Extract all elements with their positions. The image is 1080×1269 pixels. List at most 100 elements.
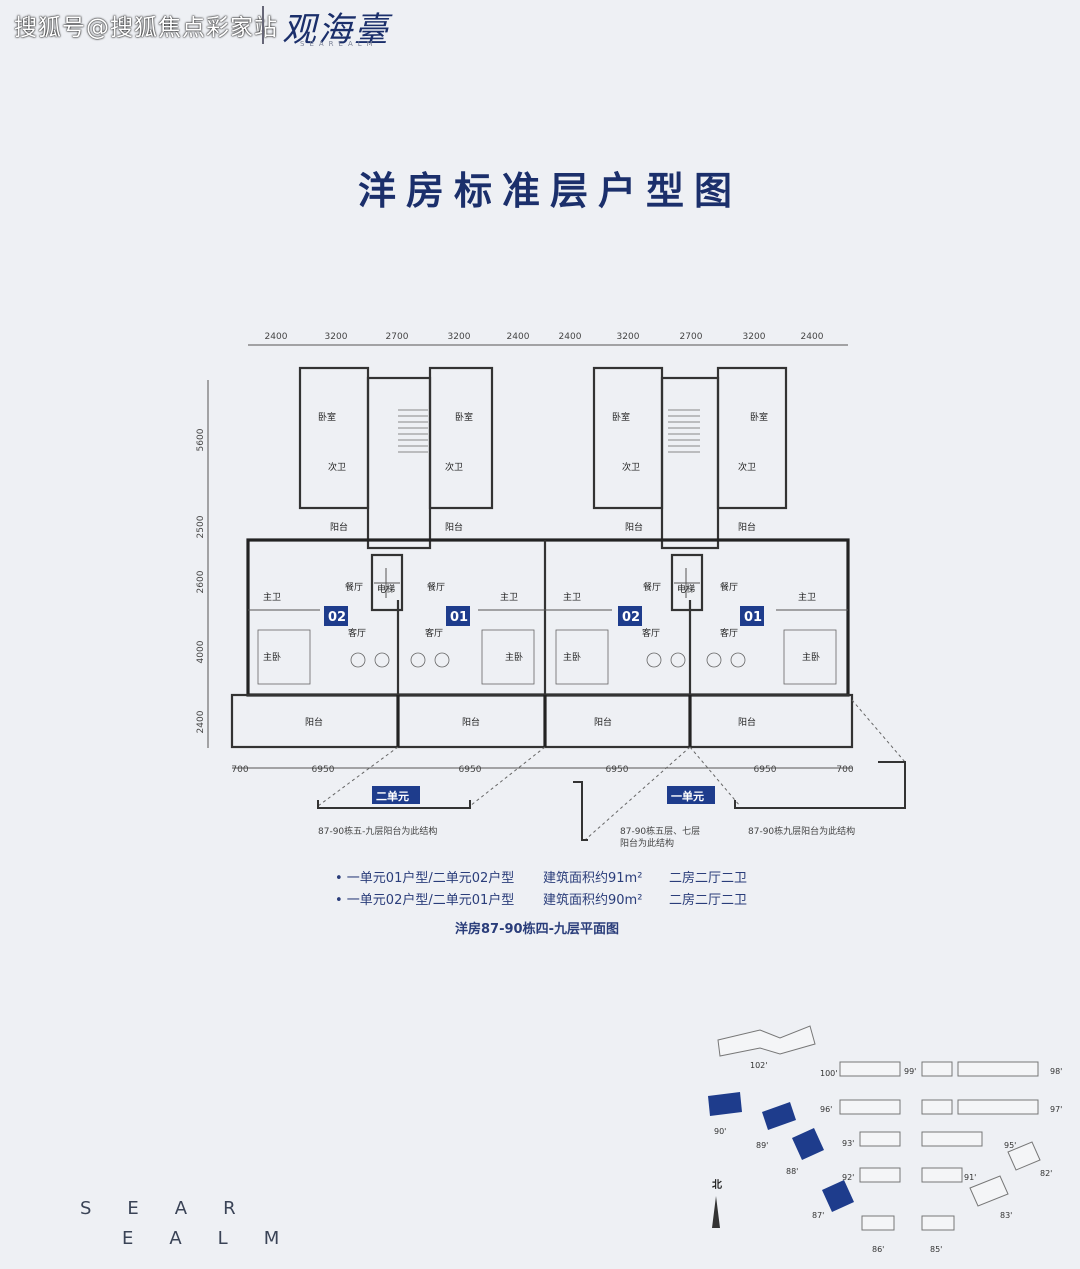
sea-realm-line1: SEAR — [80, 1198, 272, 1219]
svg-text:89': 89' — [756, 1141, 768, 1150]
svg-text:主卧: 主卧 — [263, 651, 281, 663]
svg-text:85': 85' — [930, 1245, 942, 1254]
top-dimension-label: 2400 — [559, 332, 582, 342]
svg-text:阳台: 阳台 — [625, 521, 643, 533]
svg-text:87-90栋五层、七层: 87-90栋五层、七层 — [620, 825, 700, 837]
top-dimension-label: 2700 — [680, 332, 703, 342]
svg-text:86': 86' — [872, 1245, 884, 1254]
svg-text:88': 88' — [786, 1167, 798, 1176]
svg-text:次卫: 次卫 — [622, 461, 640, 473]
svg-text:主卧: 主卧 — [505, 651, 523, 663]
left-dimension-label: 2400 — [196, 710, 206, 733]
top-dimension-label: 3200 — [325, 332, 348, 342]
svg-text:次卫: 次卫 — [445, 461, 463, 473]
svg-text:主卫: 主卫 — [263, 591, 281, 603]
svg-text:餐厅: 餐厅 — [720, 581, 738, 593]
svg-text:餐厅: 餐厅 — [427, 581, 445, 593]
svg-text:87': 87' — [812, 1211, 824, 1220]
svg-text:主卧: 主卧 — [563, 651, 581, 663]
bottom-dimension-label: 6950 — [459, 765, 482, 775]
svg-text:电梯: 电梯 — [377, 583, 395, 595]
svg-text:客厅: 客厅 — [720, 627, 738, 639]
svg-text:餐厅: 餐厅 — [345, 581, 363, 593]
north-arrow-icon — [712, 1196, 720, 1228]
svg-text:卧室: 卧室 — [750, 411, 768, 423]
svg-text:95': 95' — [1004, 1141, 1016, 1150]
svg-text:97': 97' — [1050, 1105, 1062, 1114]
unit-badges: 02 01 02 01 — [324, 606, 764, 626]
svg-text:90': 90' — [714, 1127, 726, 1136]
svg-text:客厅: 客厅 — [425, 627, 443, 639]
bottom-dimension-label: 6950 — [312, 765, 335, 775]
svg-text:一单元: 一单元 — [671, 789, 704, 803]
svg-text:02: 02 — [622, 610, 640, 625]
bottom-dimension-label: 6950 — [606, 765, 629, 775]
left-dimension-label: 2600 — [196, 570, 206, 593]
svg-text:卧室: 卧室 — [318, 411, 336, 423]
svg-text:次卫: 次卫 — [328, 461, 346, 473]
top-dimension-label: 2700 — [386, 332, 409, 342]
sea-realm-line2: EALM — [122, 1228, 316, 1249]
svg-text:阳台为此结构: 阳台为此结构 — [620, 837, 674, 849]
bottom-dimension-label: 700 — [231, 765, 248, 775]
svg-text:主卫: 主卫 — [798, 591, 816, 603]
svg-text:主卧: 主卧 — [802, 651, 820, 663]
svg-text:阳台: 阳台 — [738, 716, 756, 728]
svg-text:主卫: 主卫 — [563, 591, 581, 603]
svg-text:主卫: 主卫 — [500, 591, 518, 603]
svg-text:二单元: 二单元 — [376, 789, 409, 803]
svg-text:82': 82' — [1040, 1169, 1052, 1178]
section-callouts — [317, 699, 906, 841]
svg-text:阳台: 阳台 — [738, 521, 756, 533]
svg-text:阳台: 阳台 — [462, 716, 480, 728]
svg-text:次卫: 次卫 — [738, 461, 756, 473]
section-details — [317, 761, 906, 841]
svg-text:阳台: 阳台 — [445, 521, 463, 533]
left-dimension-label: 2500 — [196, 515, 206, 538]
brand-logo-sub: SEAREALM — [300, 40, 378, 48]
svg-text:01: 01 — [744, 610, 762, 625]
upper-wings — [298, 366, 788, 550]
watermark-text: 搜狐号@搜狐焦点彩家站 — [14, 15, 278, 41]
svg-text:02: 02 — [328, 610, 346, 625]
north-label: 北 — [712, 1178, 722, 1191]
svg-text:83': 83' — [1000, 1211, 1012, 1220]
svg-text:阳台: 阳台 — [594, 716, 612, 728]
svg-text:99': 99' — [904, 1067, 916, 1076]
left-dimension-label: 5600 — [196, 428, 206, 451]
svg-text:98': 98' — [1050, 1067, 1062, 1076]
svg-text:96': 96' — [820, 1105, 832, 1114]
top-dimension-label: 3200 — [448, 332, 471, 342]
top-dimension-label: 2400 — [801, 332, 824, 342]
svg-text:阳台: 阳台 — [330, 521, 348, 533]
svg-text:01: 01 — [450, 610, 468, 625]
svg-text:电梯: 电梯 — [677, 583, 695, 595]
svg-text:91': 91' — [964, 1173, 976, 1182]
svg-text:100': 100' — [820, 1069, 837, 1078]
bottom-dimension-label: 6950 — [754, 765, 777, 775]
site-plan: 102' 100' 99' 98' 96' 97' 95' 93' 92' 91… — [708, 1025, 1062, 1254]
brand-divider — [262, 6, 264, 44]
svg-text:客厅: 客厅 — [348, 627, 366, 639]
svg-text:93': 93' — [842, 1139, 854, 1148]
left-dimension-label: 4000 — [196, 640, 206, 663]
svg-text:客厅: 客厅 — [642, 627, 660, 639]
svg-text:卧室: 卧室 — [455, 411, 473, 423]
svg-text:卧室: 卧室 — [612, 411, 630, 423]
balcony-row — [230, 693, 854, 749]
svg-text:102': 102' — [750, 1061, 767, 1070]
svg-text:92': 92' — [842, 1173, 854, 1182]
svg-text:餐厅: 餐厅 — [643, 581, 661, 593]
page-title: 洋房标准层户型图 — [357, 169, 742, 213]
bottom-dimension-label: 700 — [836, 765, 853, 775]
brand-logo: 观海臺 — [282, 10, 390, 50]
svg-text:87-90栋九层阳台为此结构: 87-90栋九层阳台为此结构 — [748, 825, 855, 837]
plan-caption: 洋房87-90栋四-九层平面图 — [455, 922, 619, 937]
top-dimension-label: 3200 — [743, 332, 766, 342]
svg-text:87-90栋五-九层阳台为此结构: 87-90栋五-九层阳台为此结构 — [318, 825, 437, 837]
top-dimension-label: 2400 — [507, 332, 530, 342]
